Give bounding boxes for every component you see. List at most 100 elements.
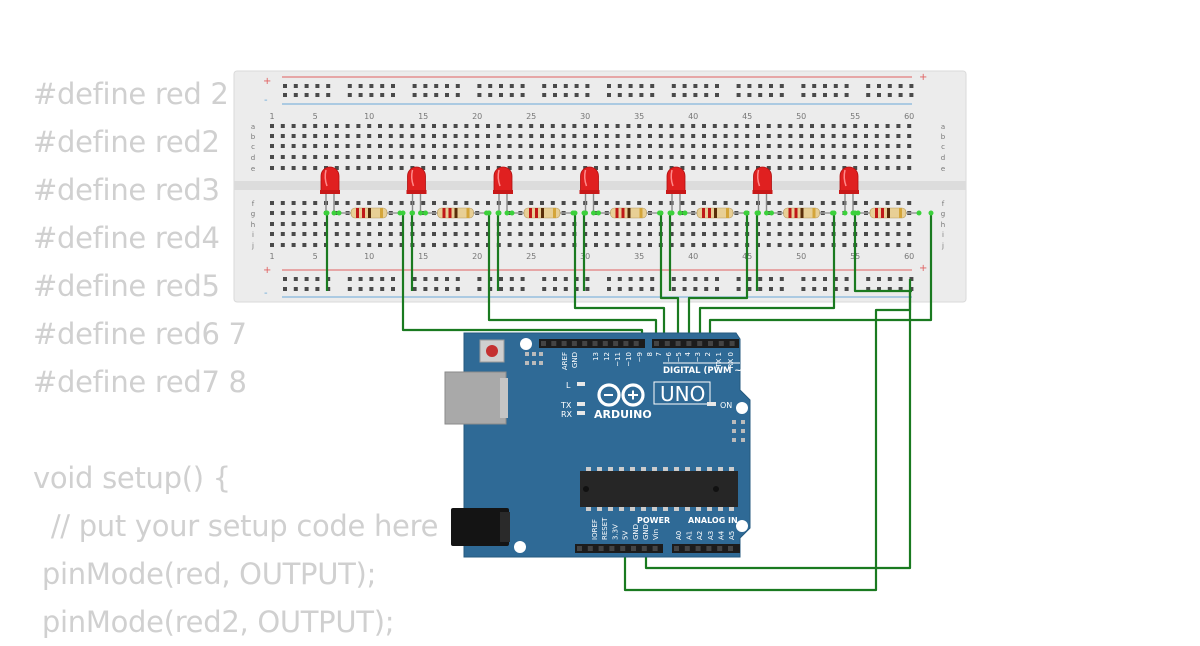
breadboard-hole[interactable] [507,201,512,205]
breadboard-hole[interactable] [712,134,717,138]
breadboard-hole[interactable] [388,134,393,138]
breadboard-hole[interactable] [777,201,782,205]
breadboard-hole[interactable] [421,144,426,148]
breadboard-hole[interactable] [280,144,285,148]
breadboard-hole[interactable] [550,166,555,170]
rail-hole[interactable] [455,93,460,97]
breadboard-hole[interactable] [874,134,879,138]
breadboard-hole[interactable] [453,222,458,226]
breadboard-hole[interactable] [648,166,652,170]
breadboard-hole[interactable] [378,243,382,247]
breadboard-hole[interactable] [842,134,847,138]
breadboard-hole[interactable] [669,155,674,159]
breadboard-hole[interactable] [680,243,685,247]
breadboard-hole[interactable] [334,124,339,128]
breadboard-hole[interactable] [680,201,685,205]
breadboard-hole[interactable] [453,155,458,159]
breadboard-hole[interactable] [691,155,696,159]
breadboard-hole[interactable] [723,201,728,205]
jumper-wire[interactable] [573,213,666,343]
breadboard-hole[interactable] [615,144,620,148]
breadboard-hole[interactable] [864,124,868,128]
rail-hole[interactable] [585,287,590,291]
rail-hole[interactable] [488,287,493,291]
breadboard-hole[interactable] [788,201,793,205]
breadboard-hole[interactable] [788,134,793,138]
breadboard-hole[interactable] [626,166,631,170]
breadboard-hole[interactable] [442,201,447,205]
breadboard-hole[interactable] [648,144,652,148]
rail-hole[interactable] [779,277,784,281]
breadboard-hole[interactable] [831,155,836,159]
rail-hole[interactable] [650,84,655,88]
breadboard-hole[interactable] [885,243,890,247]
breadboard-hole[interactable] [399,243,404,247]
rail-hole[interactable] [455,277,460,281]
breadboard-hole[interactable] [658,201,663,205]
breadboard-hole[interactable] [680,155,685,159]
breadboard-hole[interactable] [853,155,858,159]
breadboard-hole[interactable] [637,144,642,148]
breadboard-hole[interactable] [313,201,318,205]
rail-hole[interactable] [693,84,698,88]
breadboard-hole[interactable] [442,134,447,138]
breadboard-hole[interactable] [874,166,879,170]
breadboard-hole[interactable] [831,124,836,128]
breadboard-hole[interactable] [766,155,771,159]
rail-hole[interactable] [769,93,773,97]
breadboard-hole[interactable] [831,134,836,138]
breadboard-hole[interactable] [820,124,825,128]
breadboard-hole[interactable] [820,201,825,205]
rail-hole[interactable] [877,93,881,97]
breadboard-hole[interactable] [313,166,318,170]
breadboard-hole[interactable] [842,144,847,148]
breadboard-hole[interactable] [453,124,458,128]
breadboard-hole[interactable] [356,155,361,159]
breadboard-hole[interactable] [885,124,890,128]
breadboard-hole[interactable] [648,155,652,159]
breadboard-hole[interactable] [896,201,901,205]
rail-hole[interactable] [812,287,817,291]
breadboard-hole[interactable] [874,201,879,205]
breadboard-hole[interactable] [356,201,361,205]
breadboard-hole[interactable] [367,144,372,148]
breadboard-hole[interactable] [464,243,469,247]
jumper-wire[interactable] [623,291,912,592]
breadboard-hole[interactable] [270,211,274,215]
rail-hole[interactable] [423,84,428,88]
breadboard-hole[interactable] [594,134,598,138]
rail-hole[interactable] [358,287,363,291]
breadboard-hole[interactable] [442,124,447,128]
breadboard-hole[interactable] [712,201,717,205]
breadboard-hole[interactable] [810,144,814,148]
breadboard-hole[interactable] [691,166,696,170]
rail-hole[interactable] [617,287,622,291]
breadboard-hole[interactable] [820,134,825,138]
rail-hole[interactable] [445,277,449,281]
rail-hole[interactable] [833,277,838,281]
breadboard-hole[interactable] [691,124,696,128]
breadboard-hole[interactable] [723,124,728,128]
breadboard-hole[interactable] [734,155,739,159]
breadboard-hole[interactable] [475,243,480,247]
rail-hole[interactable] [812,93,817,97]
breadboard-hole[interactable] [302,211,307,215]
breadboard-hole[interactable] [734,144,739,148]
resistor[interactable] [509,207,576,219]
breadboard-hole[interactable] [702,166,706,170]
rail-hole[interactable] [293,287,298,291]
breadboard-hole[interactable] [572,144,577,148]
breadboard-hole[interactable] [518,134,523,138]
breadboard-hole[interactable] [540,144,544,148]
breadboard-hole[interactable] [518,166,523,170]
breadboard-hole[interactable] [745,134,750,138]
breadboard-hole[interactable] [723,243,728,247]
rail-hole[interactable] [671,84,676,88]
rail-hole[interactable] [682,93,687,97]
led-body[interactable] [839,166,859,193]
breadboard-hole[interactable] [432,222,436,226]
rail-hole[interactable] [509,287,514,291]
breadboard-hole[interactable] [874,155,879,159]
breadboard-hole[interactable] [572,155,577,159]
rail-hole[interactable] [488,277,493,281]
